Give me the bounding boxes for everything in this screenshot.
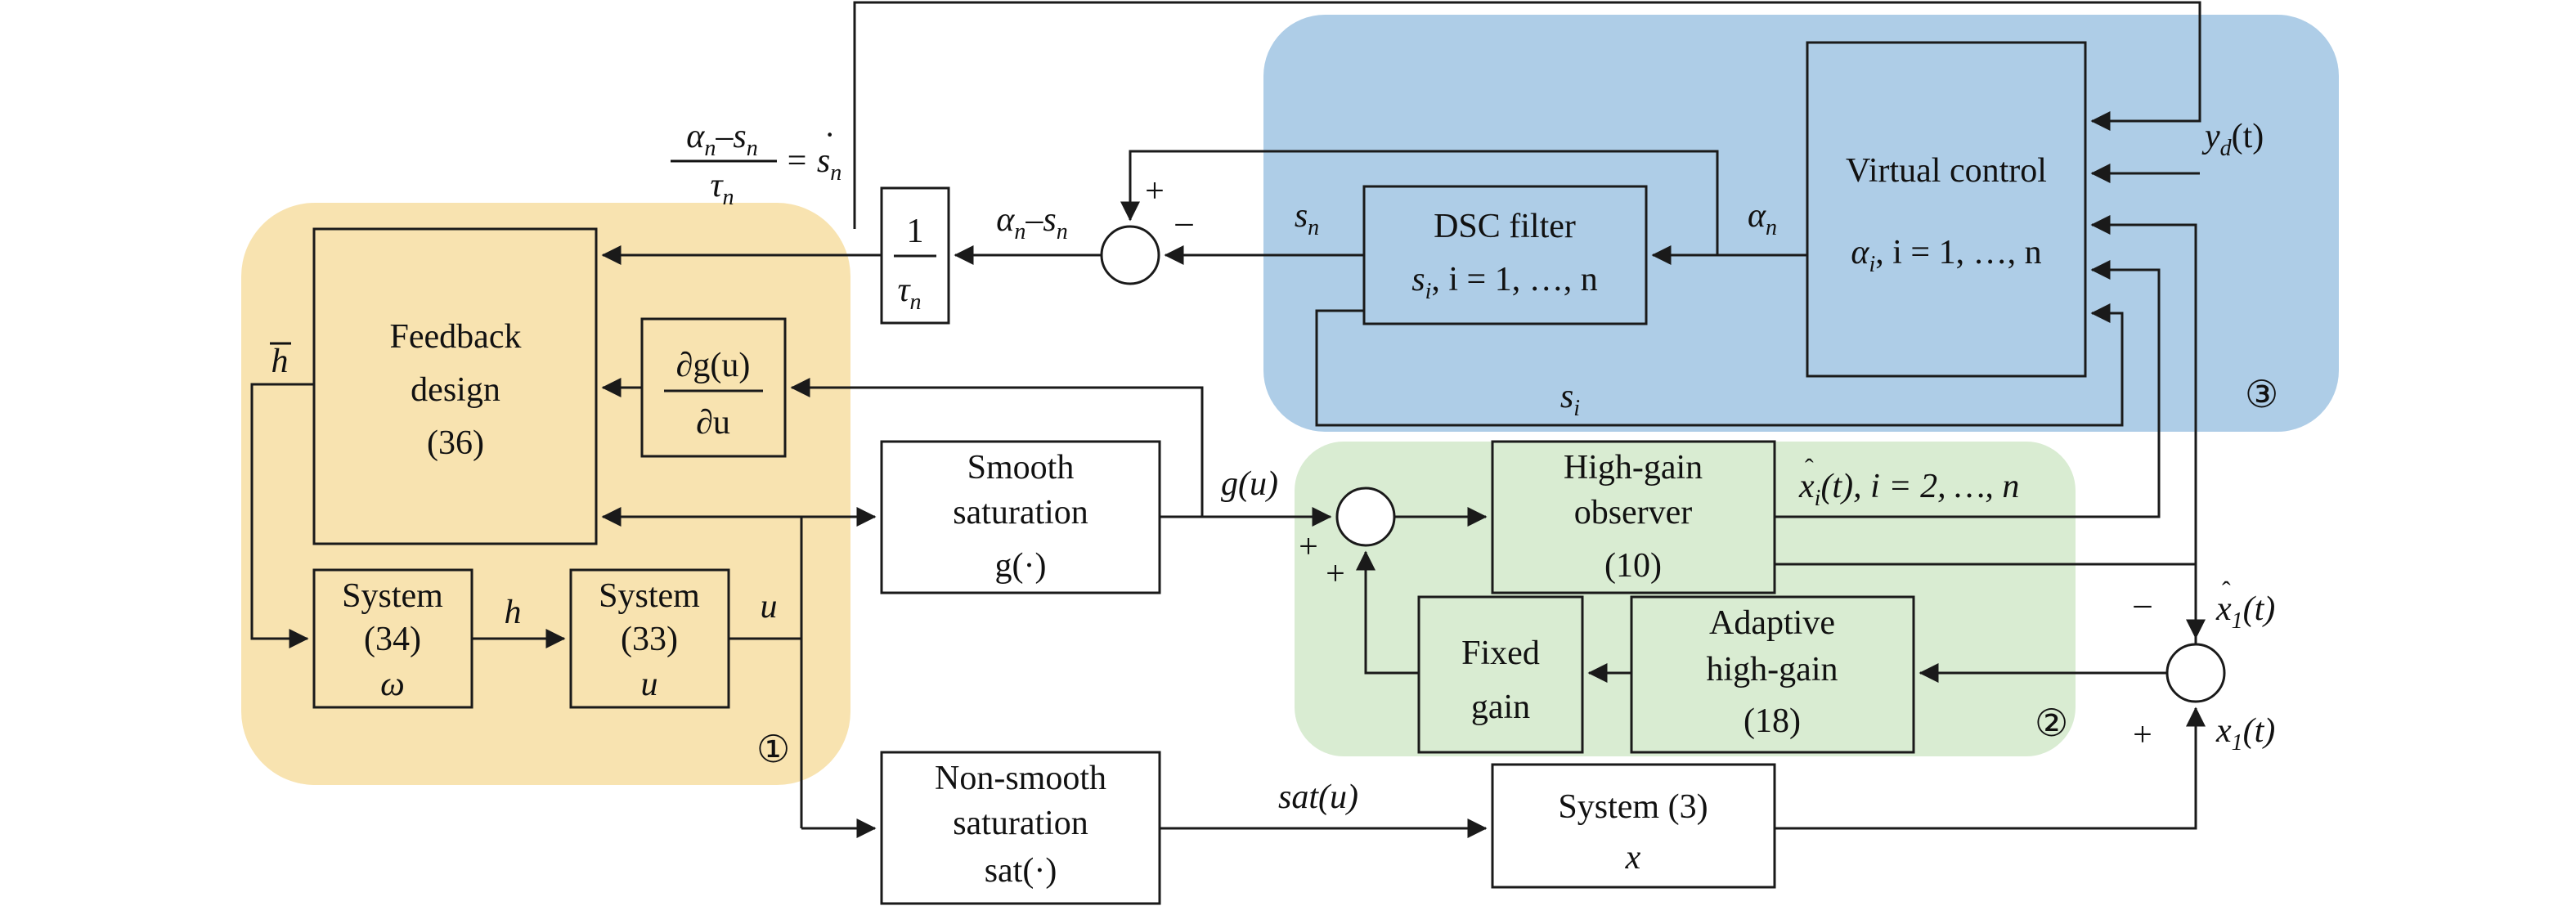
top-equation: αn–sn τn = sn · xyxy=(671,116,841,210)
system33-line1: System xyxy=(599,577,700,615)
gain-denominator: τn xyxy=(897,271,921,315)
region-2-marker: ② xyxy=(2035,702,2068,744)
feedback-line3: (36) xyxy=(427,424,484,462)
gradient-denominator: ∂u xyxy=(696,404,730,442)
system34-line3: ω xyxy=(380,666,405,703)
sign-plus-obs-2: + xyxy=(1326,555,1345,593)
summing-junction-dsc xyxy=(1100,225,1160,285)
virtual-line2: αi, i = 1, …, n xyxy=(1851,234,2041,277)
observer-line1: High-gain xyxy=(1564,449,1703,487)
feedback-line1: Feedback xyxy=(390,318,522,356)
system-34-block: System (34) ω xyxy=(312,568,473,709)
smooth-saturation-block: Smooth saturation g(·) xyxy=(880,440,1161,594)
nonsmooth-sat-line1: Non-smooth xyxy=(935,760,1106,797)
summing-junction-error xyxy=(2165,643,2226,703)
fixed-gain-block: Fixed gain xyxy=(1417,595,1584,754)
virtual-control-block: Virtual control αi, i = 1, …, n xyxy=(1806,41,2087,378)
top-eq-rhs: = sn xyxy=(785,142,841,186)
yd-label: yd(t) xyxy=(2201,118,2264,161)
smooth-sat-line3: g(·) xyxy=(995,547,1047,585)
region-3-marker: ③ xyxy=(2245,374,2278,415)
nonsmooth-sat-line2: saturation xyxy=(953,805,1088,842)
system3-line1: System (3) xyxy=(1558,788,1708,826)
h-label: h xyxy=(505,594,522,631)
sat-u-label: sat(u) xyxy=(1278,778,1358,816)
gain-block: 1 τn xyxy=(880,186,950,325)
sign-minus-dsc: – xyxy=(1175,204,1194,241)
xhat-i-label: xi(t), i = 2, …, n xyxy=(1798,468,2019,511)
s-n-label: sn xyxy=(1295,197,1319,240)
adaptive-line2: high-gain xyxy=(1707,651,1838,688)
gradient-numerator: ∂g(u) xyxy=(676,347,751,384)
xhat-i-hat: ˆ xyxy=(1805,453,1814,482)
dsc-line1: DSC filter xyxy=(1434,208,1576,245)
u-label: u xyxy=(761,588,778,626)
region-1-marker: ① xyxy=(756,729,790,770)
alpha-n-label: αn xyxy=(1748,197,1777,240)
x1-label: x1(t) xyxy=(2215,712,2275,756)
sign-plus-dsc: + xyxy=(1145,173,1165,210)
smooth-sat-line2: saturation xyxy=(953,494,1088,531)
high-gain-observer-block: High-gain observer (10) xyxy=(1491,440,1776,594)
feedback-design-block: Feedback design (36) xyxy=(312,227,598,545)
fixed-line2: gain xyxy=(1471,688,1530,726)
system33-line3: u xyxy=(641,666,658,703)
system-33-block: System (33) u xyxy=(569,568,730,709)
alpha-minus-s-label: αn–sn xyxy=(996,201,1067,244)
adaptive-line3: (18) xyxy=(1744,702,1801,740)
xhat-1-label: x1(t) xyxy=(2215,590,2275,634)
s-i-label: si xyxy=(1560,378,1580,421)
sign-plus-obs-1: + xyxy=(1299,528,1318,566)
dsc-filter-block: DSC filter si, i = 1, …, n xyxy=(1362,185,1648,325)
nonsmooth-saturation-block: Non-smooth saturation sat(·) xyxy=(880,751,1161,905)
sign-minus-error: – xyxy=(2134,585,2152,623)
g-u-label: g(u) xyxy=(1221,465,1278,503)
feedback-line2: design xyxy=(411,371,500,409)
signal-wires xyxy=(250,1,2206,838)
adaptive-high-gain-block: Adaptive high-gain (18) xyxy=(1630,595,1915,754)
gradient-block: ∂g(u) ∂u xyxy=(640,317,787,458)
system-3-block: System (3) x xyxy=(1491,763,1776,889)
top-eq-denominator: τn xyxy=(710,167,734,210)
smooth-sat-line1: Smooth xyxy=(967,449,1075,487)
summing-junction-observer xyxy=(1335,487,1396,547)
observer-line3: (10) xyxy=(1604,547,1662,585)
fixed-line1: Fixed xyxy=(1461,635,1540,672)
system33-line2: (33) xyxy=(621,621,678,658)
system34-line1: System xyxy=(342,577,443,615)
virtual-line1: Virtual control xyxy=(1846,152,2047,190)
system3-line2: x xyxy=(1625,839,1641,877)
top-eq-dot: · xyxy=(824,116,835,153)
h-bar-label: h xyxy=(272,343,289,380)
adaptive-line1: Adaptive xyxy=(1709,604,1835,642)
top-eq-numerator: αn–sn xyxy=(686,118,757,161)
dsc-line2: si, i = 1, …, n xyxy=(1411,261,1598,304)
sign-plus-error: + xyxy=(2133,716,2152,754)
xhat-1-hat: ˆ xyxy=(2222,576,2231,605)
nonsmooth-sat-line3: sat(·) xyxy=(985,852,1057,890)
system34-line2: (34) xyxy=(364,621,421,658)
observer-line2: observer xyxy=(1574,494,1693,531)
gain-numerator: 1 xyxy=(907,213,924,250)
